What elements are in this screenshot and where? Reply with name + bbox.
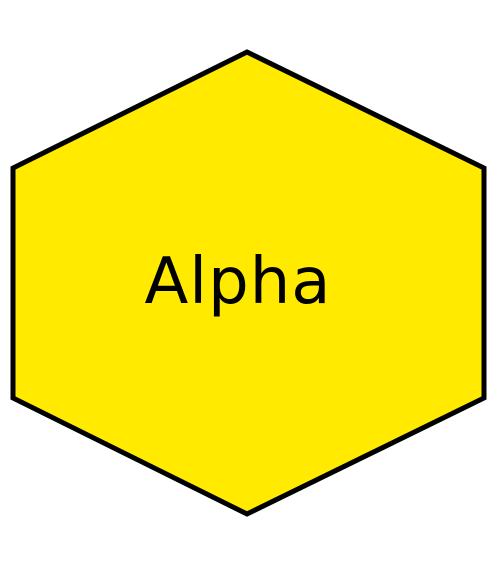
hexagon-label: Alpha [145, 245, 332, 319]
hexagon-shape [10, 49, 487, 517]
